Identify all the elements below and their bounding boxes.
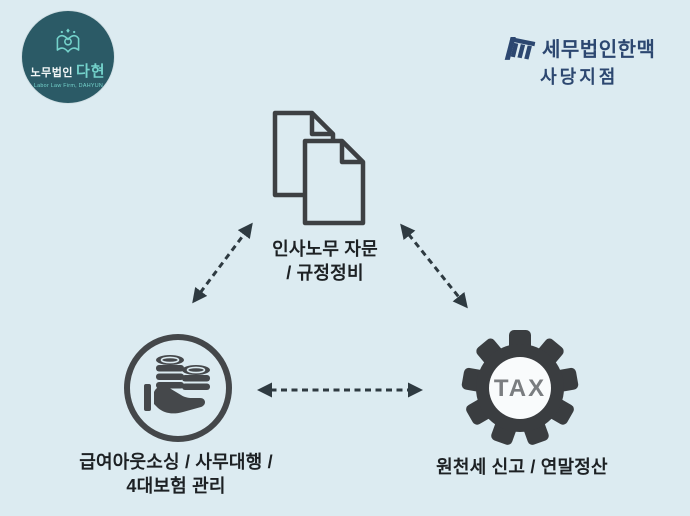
hanmaek-logo: 세무법인한맥 사당지점 xyxy=(503,33,655,89)
tax-gear-icon: TAX xyxy=(461,330,579,445)
dahyun-name-part2: 다현 xyxy=(75,62,106,80)
tax-label-line1: 원천세 신고 / 연말정산 xyxy=(436,457,608,477)
open-book-logo-icon xyxy=(56,27,80,53)
hanmaek-branch: 사당지점 xyxy=(540,67,619,87)
dahyun-logo: 노무법인 다현 Labor Law Firm, DAHYUN xyxy=(22,11,114,103)
consulting-label-line2: / 규정정비 xyxy=(286,262,364,283)
hanmaek-mark-icon xyxy=(504,36,536,60)
payroll-label-line2: 4대보험 관리 xyxy=(126,475,226,496)
documents-icon xyxy=(272,110,366,226)
consulting-label: 인사노무 자문 / 규정정비 xyxy=(205,238,445,286)
consulting-label-line1: 인사노무 자문 xyxy=(272,239,378,259)
payroll-label-line1: 급여아웃소싱 / 사무대행 / xyxy=(79,452,273,472)
dahyun-logo-name: 노무법인 다현 xyxy=(30,60,105,81)
gear-tax-text: TAX xyxy=(494,375,546,402)
payroll-label: 급여아웃소싱 / 사무대행 / 4대보험 관리 xyxy=(36,451,316,499)
coins-in-hand-icon xyxy=(124,334,232,442)
dahyun-name-part1: 노무법인 xyxy=(30,66,73,79)
tax-label: 원천세 신고 / 연말정산 xyxy=(398,456,646,480)
hanmaek-name: 세무법인한맥 xyxy=(542,39,656,61)
dahyun-logo-subtitle: Labor Law Firm, DAHYUN xyxy=(33,82,103,89)
